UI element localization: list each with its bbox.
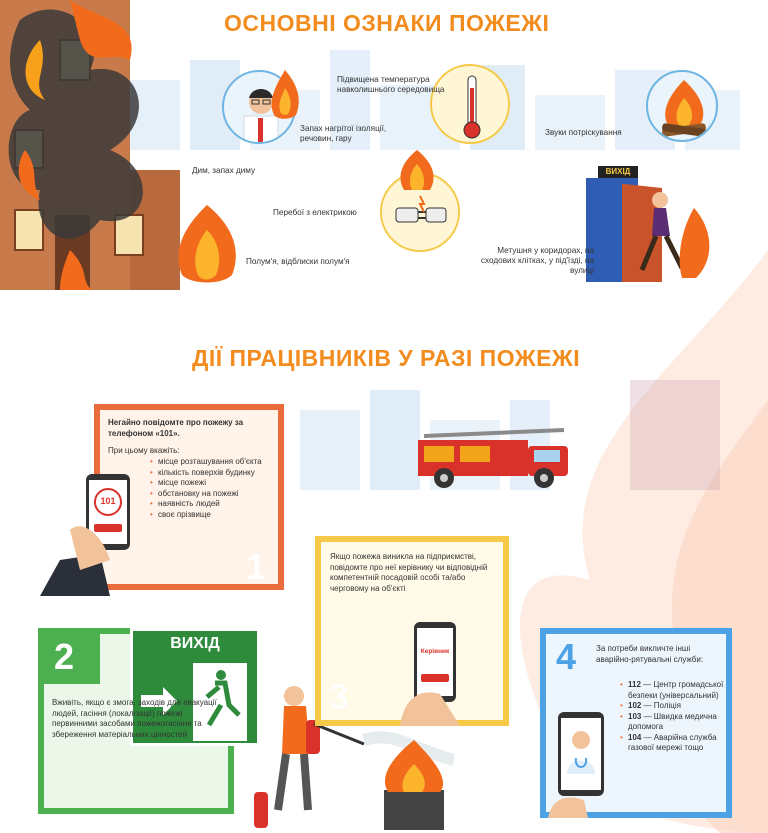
exit-sign-label: ВИХІД <box>170 635 220 652</box>
person-with-extinguisher-illustration <box>254 686 454 830</box>
step-2-text: Вживіть, якщо є змога, заходів для еваку… <box>52 698 217 739</box>
step-1-intro: При цьому вкажіть: <box>108 446 180 455</box>
step-1-phone-in-heading: «101». <box>155 428 180 438</box>
step-1-list-item: своє прізвище <box>150 510 268 521</box>
step-1-heading: Негайно повідомте про пожежу за телефоно… <box>108 418 268 439</box>
exit-sign-small: ВИХІД <box>598 166 638 178</box>
city-skyline-top <box>120 50 740 150</box>
service-code: 112 <box>628 680 641 689</box>
step-3-inner <box>321 542 503 720</box>
step-4-services: 112 — Центр громадської безпеки (універс… <box>620 680 724 754</box>
phone-101-illustration: 101 <box>40 470 150 596</box>
exit-sign-green: ВИХІД <box>130 628 260 746</box>
sign-label-crackling: Звуки потріскування <box>545 128 622 137</box>
signs-section-title: ОСНОВНІ ОЗНАКИ ПОЖЕЖІ <box>224 10 550 36</box>
thermometer-icon <box>430 64 510 144</box>
burning-building-illustration <box>0 0 180 290</box>
manager-phone-illustration: Керівник <box>400 618 480 726</box>
step-3-text: Якщо пожежа виникла на підприємстві, пов… <box>330 552 488 593</box>
service-code: 102 <box>628 701 642 710</box>
step-1-list-item: місце пожежі <box>150 478 268 489</box>
service-code: 103 <box>628 711 642 721</box>
step-1-list-item: місце розташування об'єкта <box>150 457 268 468</box>
step-4-intro: За потреби викличте інші аварійно-рятува… <box>596 644 704 664</box>
service-desc: — Поліція <box>641 701 681 710</box>
actions-section-title: ДІЇ ПРАЦІВНИКІВ У РАЗІ ПОЖЕЖІ <box>192 345 581 371</box>
sign-label-flame: Полум'я, відблиски полум'я <box>246 257 350 266</box>
sign-label-electricity: Перебої з електрикою <box>273 208 357 217</box>
flame-small-icon-2 <box>400 150 434 190</box>
step-2-number: 2 <box>54 636 75 677</box>
service-item: 103 — Швидка медична допомога <box>620 712 724 733</box>
big-flame-icon <box>178 205 236 283</box>
step-1-list: місце розташування об'єкта кількість пов… <box>150 457 268 520</box>
flame-small-icon-1 <box>271 70 299 119</box>
step-3-card: 3 <box>315 536 509 726</box>
sign-label-smell: Запах нагрітої ізоляції, речовин, гару <box>300 124 387 143</box>
phone-manager-label: Керівник <box>420 648 450 655</box>
service-desc: — Швидка медична допомога <box>628 711 717 732</box>
phone-101-number: 101 <box>100 496 116 506</box>
service-item: 112 — Центр громадської безпеки (універс… <box>620 680 724 701</box>
step-1-list-item: кількість поверхів будинку <box>150 468 268 479</box>
hand-with-phone-graphic <box>40 474 130 596</box>
sign-label-temperature: Підвищена температура навколишнього сере… <box>337 75 445 94</box>
step-4-number: 4 <box>556 636 577 677</box>
hand-with-phone-graphic-3 <box>400 622 460 726</box>
doctor-phone-illustration <box>548 712 604 818</box>
fire-truck-illustration <box>418 428 568 488</box>
service-desc: — Аварійна служба газової мережі тощо <box>628 732 717 753</box>
campfire-icon <box>646 70 718 142</box>
step-1-heading-text: Негайно повідомте про пожежу за телефоно… <box>108 418 244 438</box>
step-1-number: 1 <box>245 546 266 587</box>
service-code: 104 <box>628 732 642 742</box>
service-item: 102 — Поліція <box>620 701 724 712</box>
step-1-list-item: обстановку на пожежі <box>150 489 268 500</box>
sign-label-smoke: Дим, запах диму <box>192 166 256 175</box>
exit-running-person-icon <box>141 663 247 741</box>
person-escaping-door-illustration <box>586 178 710 282</box>
step-3-number: 3 <box>329 676 350 717</box>
step-2-number-box <box>38 628 100 684</box>
service-item: 104 — Аварійна служба газової мережі тощ… <box>620 733 724 754</box>
sign-label-commotion: Метушня у коридорах, на сходових клітках… <box>480 246 594 275</box>
step-1-list-item: наявність людей <box>150 499 268 510</box>
service-desc: — Центр громадської безпеки (універсальн… <box>628 680 724 700</box>
